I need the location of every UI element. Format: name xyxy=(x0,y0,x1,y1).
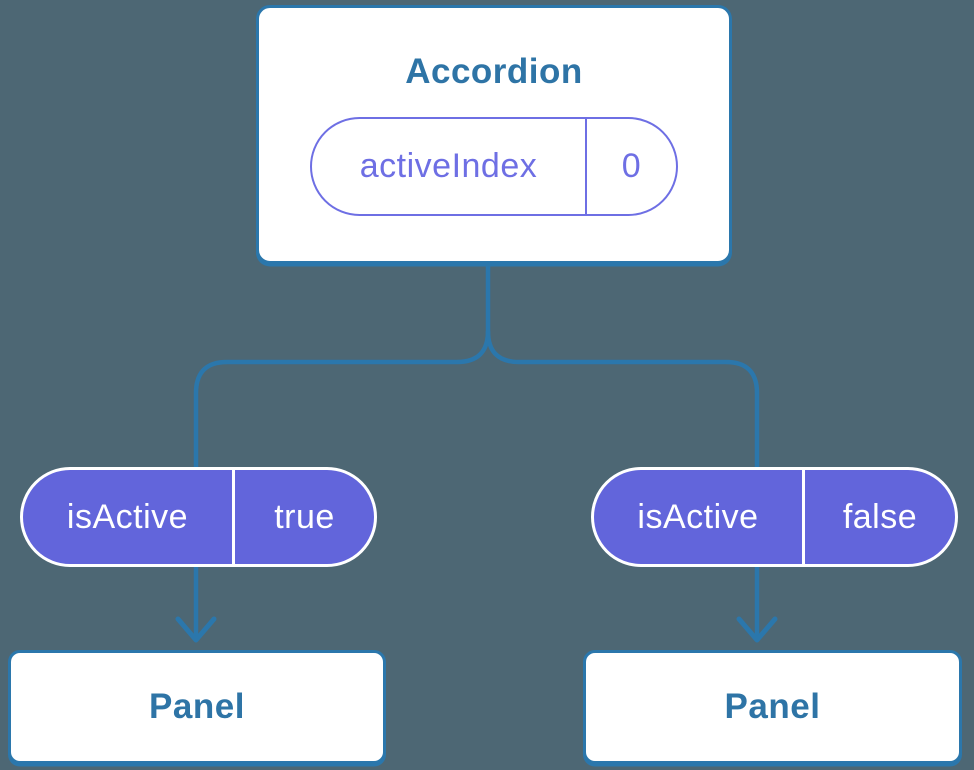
prop-pill-left: isActive true xyxy=(20,467,377,567)
state-pill: activeIndex 0 xyxy=(310,117,678,216)
connector-branch-left xyxy=(193,330,491,636)
arrow-down-icon xyxy=(175,616,217,643)
connector-branch-right xyxy=(485,330,760,636)
arrow-down-icon xyxy=(736,616,778,643)
prop-pill-right: isActive false xyxy=(591,467,958,567)
prop-name-label: isActive xyxy=(594,470,805,564)
prop-value: false xyxy=(842,497,918,536)
prop-name-label: isActive xyxy=(23,470,235,564)
panel-component-card-left: Panel xyxy=(8,650,386,764)
panel-component-card-right: Panel xyxy=(583,650,962,764)
prop-value: true xyxy=(274,497,335,536)
accordion-title: Accordion xyxy=(405,52,583,91)
state-name-label: activeIndex xyxy=(312,119,587,214)
accordion-component-card: Accordion activeIndex 0 xyxy=(256,5,732,264)
state-value: 0 xyxy=(621,147,642,185)
